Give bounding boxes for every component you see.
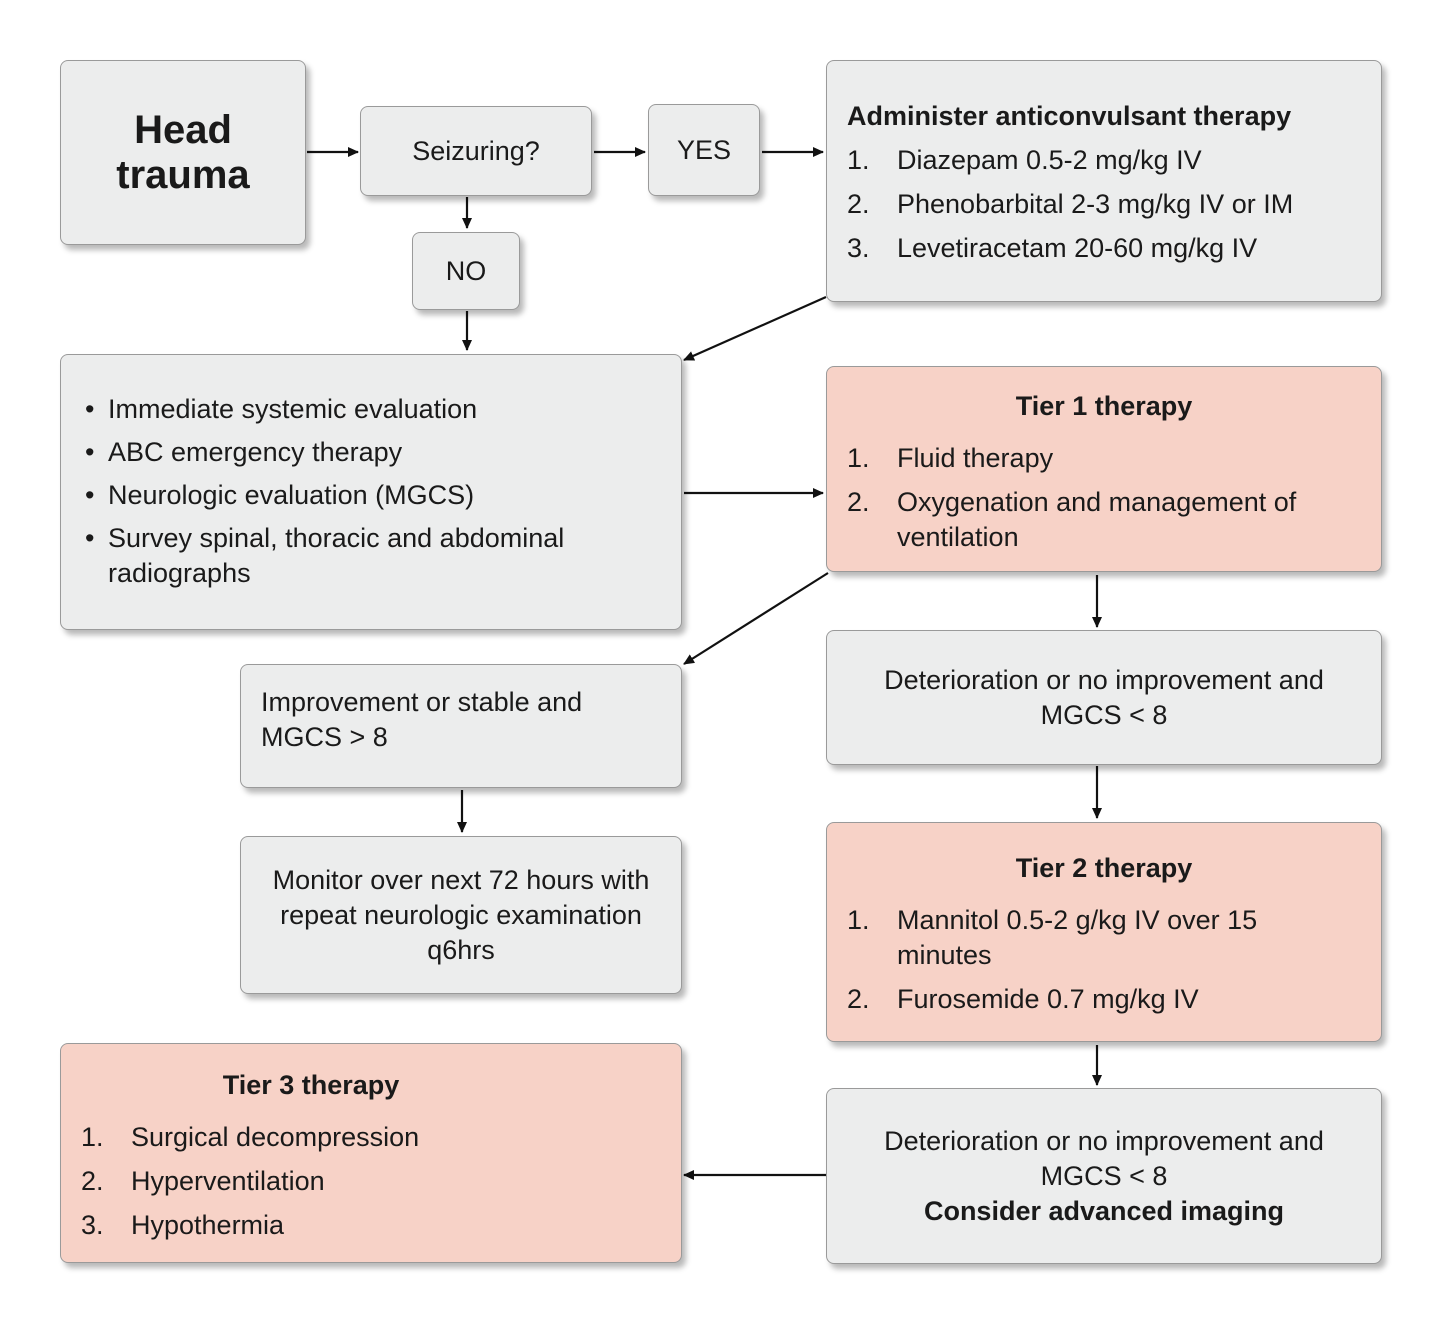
- yes-box: YES: [648, 104, 760, 196]
- list-item: 3.Levetiracetam 20-60 mg/kg IV: [847, 233, 1258, 263]
- systemic-evaluation-box: Immediate systemic evaluation ABC emerge…: [60, 354, 682, 630]
- list-item: Neurologic evaluation (MGCS): [85, 478, 661, 513]
- head-trauma-box: Head trauma: [60, 60, 306, 245]
- no-label: NO: [445, 255, 487, 286]
- tier1-therapy-box: Tier 1 therapy 1.Fluid therapy 2.Oxygena…: [826, 366, 1382, 572]
- deterioration-1-text: Deterioration or no improvement and MGCS…: [884, 664, 1324, 730]
- tier3-list: 1.Surgical decompression 2.Hyperventilat…: [81, 1120, 661, 1243]
- list-item: 1.Fluid therapy: [847, 443, 1054, 473]
- list-item: Survey spinal, thoracic and abdominal ra…: [85, 521, 661, 591]
- anticonvulsant-title: Administer anticonvulsant therapy: [847, 101, 1292, 131]
- improvement-box: Improvement or stable and MGCS > 8: [240, 664, 682, 788]
- list-item: 2.Oxygenation and management of ventilat…: [847, 487, 1297, 552]
- list-item: 2.Phenobarbital 2-3 mg/kg IV or IM: [847, 189, 1294, 219]
- arrow-tier1-to-improvement: [683, 572, 829, 665]
- tier1-title: Tier 1 therapy: [1015, 391, 1193, 421]
- advanced-imaging-note: Consider advanced imaging: [923, 1195, 1285, 1226]
- yes-label: YES: [676, 134, 732, 165]
- tier2-therapy-box: Tier 2 therapy 1.Mannitol 0.5-2 g/kg IV …: [826, 822, 1382, 1042]
- monitor-box: Monitor over next 72 hours with repeat n…: [240, 836, 682, 994]
- deterioration-box-1: Deterioration or no improvement and MGCS…: [826, 630, 1382, 765]
- list-item: 1.Surgical decompression: [81, 1122, 420, 1152]
- list-item: 1.Diazepam 0.5-2 mg/kg IV: [847, 145, 1202, 175]
- list-item: ABC emergency therapy: [85, 435, 661, 470]
- seizuring-decision-box: Seizuring?: [360, 106, 592, 196]
- head-trauma-title: Head trauma: [116, 107, 250, 197]
- anticonvulsant-box: Administer anticonvulsant therapy 1.Diaz…: [826, 60, 1382, 302]
- list-item: Immediate systemic evaluation: [85, 392, 661, 427]
- list-item: 2.Furosemide 0.7 mg/kg IV: [847, 984, 1199, 1014]
- tier3-title: Tier 3 therapy: [222, 1070, 400, 1100]
- seizuring-question: Seizuring?: [412, 135, 540, 166]
- tier3-therapy-box: Tier 3 therapy 1.Surgical decompression …: [60, 1043, 682, 1263]
- arrow-anticonvulsant-to-evaluation: [683, 295, 827, 362]
- improvement-text: Improvement or stable and MGCS > 8: [261, 687, 583, 752]
- tier1-list: 1.Fluid therapy 2.Oxygenation and manage…: [847, 441, 1361, 555]
- list-item: 2.Hyperventilation: [81, 1166, 325, 1196]
- deterioration-box-2: Deterioration or no improvement and MGCS…: [826, 1088, 1382, 1264]
- anticonvulsant-list: 1.Diazepam 0.5-2 mg/kg IV 2.Phenobarbita…: [847, 143, 1381, 266]
- monitor-text: Monitor over next 72 hours with repeat n…: [272, 864, 650, 965]
- no-box: NO: [412, 232, 520, 310]
- evaluation-list: Immediate systemic evaluation ABC emerge…: [85, 392, 661, 591]
- list-item: 1.Mannitol 0.5-2 g/kg IV over 15 minutes: [847, 905, 1258, 970]
- tier2-list: 1.Mannitol 0.5-2 g/kg IV over 15 minutes…: [847, 903, 1361, 1017]
- tier2-title: Tier 2 therapy: [1015, 853, 1193, 883]
- list-item: 3.Hypothermia: [81, 1210, 285, 1240]
- deterioration-2-text: Deterioration or no improvement and MGCS…: [884, 1125, 1324, 1191]
